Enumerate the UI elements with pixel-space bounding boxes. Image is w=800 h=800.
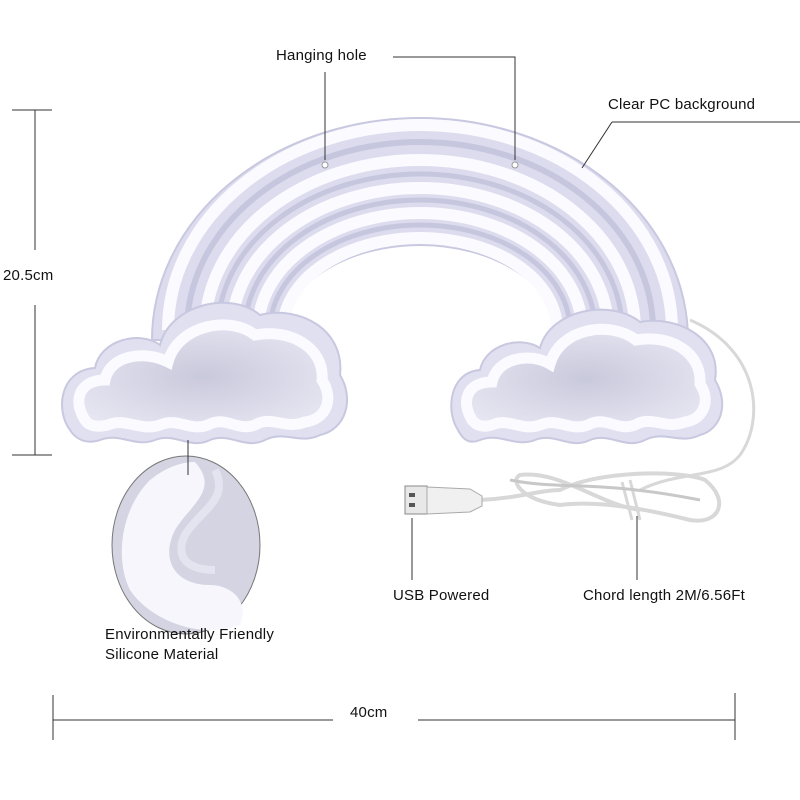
rainbow-sign (150, 117, 690, 341)
usb-powered-label: USB Powered (393, 587, 490, 604)
material-label-line1: Environmentally Friendly (105, 626, 275, 643)
width-label: 40cm (350, 704, 388, 721)
left-cloud (61, 301, 349, 445)
usb-plug (404, 485, 483, 515)
hanging-hole-label: Hanging hole (276, 47, 367, 64)
material-detail-circle (111, 455, 261, 635)
hanging-hole-left (321, 161, 329, 169)
usb-cable (479, 318, 756, 523)
hanging-hole-right (511, 161, 519, 169)
height-label: 20.5cm (3, 267, 54, 284)
chord-length-label: Chord length 2M/6.56Ft (583, 587, 745, 604)
width-dimension (52, 693, 736, 740)
leader-lines (187, 56, 800, 580)
clear-pc-label: Clear PC background (608, 96, 756, 113)
right-cloud (450, 308, 724, 445)
height-dimension (12, 109, 52, 456)
material-label-line2: Silicone Material (105, 646, 219, 663)
